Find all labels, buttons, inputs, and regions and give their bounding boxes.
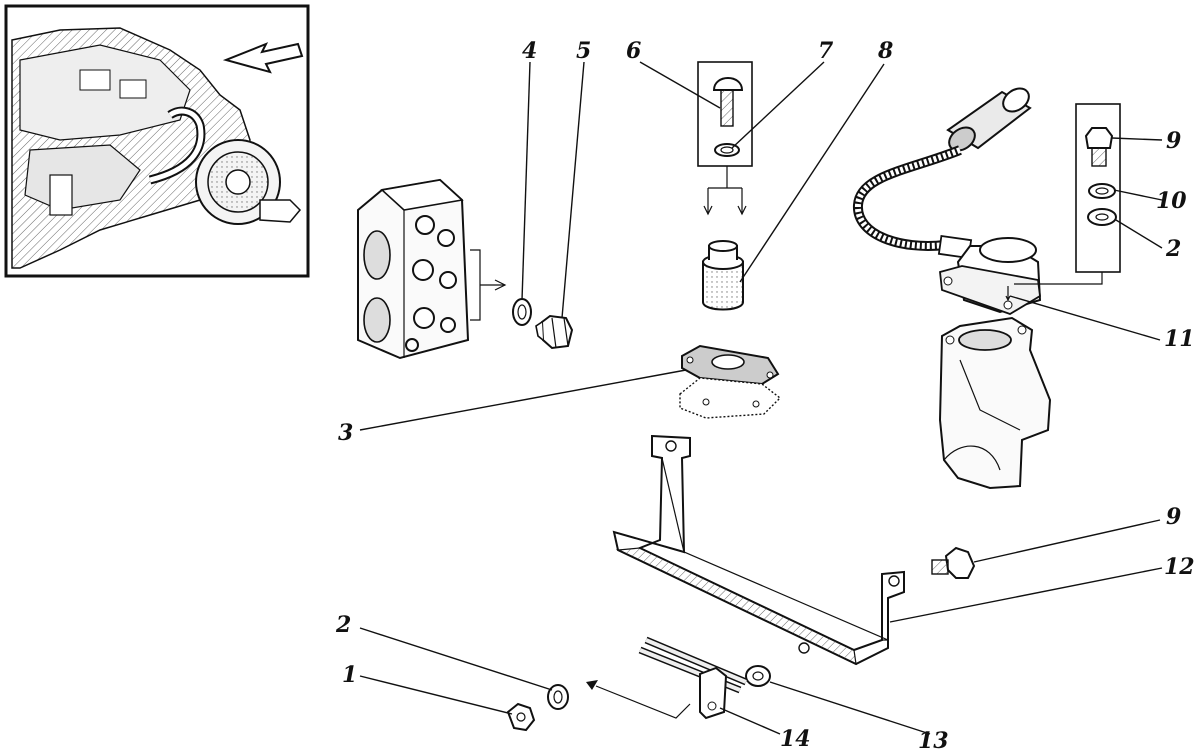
part-9-bolt-lower: [931, 546, 976, 579]
leader-12: [889, 567, 1163, 623]
part-12-bracket: [612, 434, 905, 666]
part-3-gasket: [679, 344, 782, 419]
engine-overview-inset: [4, 4, 310, 278]
compressor-head-block: [357, 178, 507, 360]
leader-8: [739, 63, 885, 283]
callout-5: 5: [576, 38, 591, 64]
parts-6-7-group-box: [697, 61, 753, 216]
callout-2-lower: 2: [335, 612, 351, 638]
callout-12: 12: [1164, 554, 1195, 580]
part-4-washer: [512, 298, 532, 326]
leader-2-lower: [359, 627, 553, 691]
leader-9-lower: [973, 519, 1161, 563]
leader-1: [359, 675, 513, 715]
callout-3: 3: [338, 420, 353, 446]
leader-9-upper: [1111, 137, 1163, 141]
part-8-sleeve: [702, 240, 744, 311]
compressor-housing: [938, 316, 1052, 490]
leader-3: [359, 369, 687, 431]
leader-5: [561, 61, 585, 319]
leader-7: [731, 61, 825, 149]
leader-4: [521, 61, 531, 301]
leader-10: [1113, 189, 1163, 201]
callout-6: 6: [626, 38, 641, 64]
callout-8: 8: [877, 38, 893, 64]
callout-11: 11: [1164, 326, 1195, 352]
part-13-washer: [745, 665, 771, 687]
callout-labels: 4 5 6 7 8 3 9 10 2 11 9 12 2 1 14 13: [335, 38, 1195, 754]
callout-13: 13: [918, 728, 949, 754]
leader-lines: [359, 61, 1163, 735]
leader-6: [639, 61, 721, 109]
callout-7: 7: [818, 38, 834, 64]
callout-9-lower: 9: [1166, 504, 1181, 530]
part-11-valve-assembly: [853, 87, 1042, 315]
part-2-washer-lower: [547, 684, 569, 710]
callout-14: 14: [780, 726, 811, 752]
location-arrow-icon: [222, 42, 304, 74]
part-14-pipe-clamp: [586, 636, 748, 720]
leader-11: [1009, 295, 1161, 341]
leader-14: [719, 707, 781, 735]
leader-13: [769, 681, 931, 735]
part-5-plug: [535, 314, 574, 350]
parts-9-10-2-group-box: [1014, 103, 1121, 285]
callout-9-upper: 9: [1166, 128, 1181, 154]
callout-1: 1: [342, 662, 357, 688]
callout-4: 4: [522, 38, 537, 64]
part-1-nut: [506, 702, 536, 732]
callout-10: 10: [1156, 188, 1187, 214]
callout-2-upper: 2: [1165, 236, 1181, 262]
leader-2-upper: [1115, 219, 1163, 249]
